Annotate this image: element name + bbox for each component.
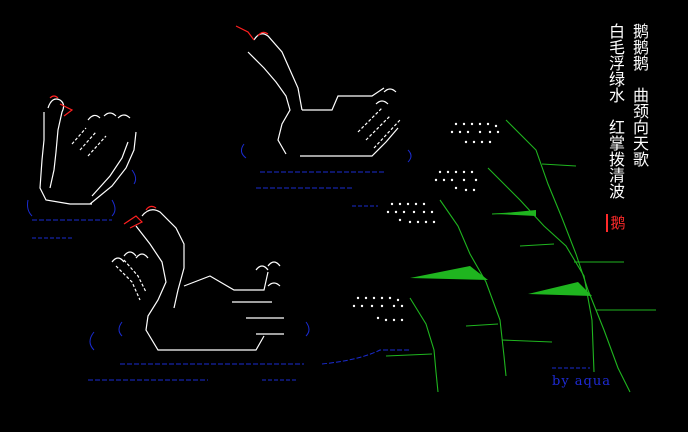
water-top (240, 143, 412, 207)
reed-leaves (410, 210, 592, 296)
poem-column-3-text: 白 毛 浮 绿 水 (608, 22, 625, 105)
poem-column-4: 红 掌 拨 清 波 (608, 120, 626, 200)
ripple-dots (352, 122, 500, 322)
swan-bottom-beak (123, 205, 157, 229)
signature: by aqua (552, 374, 611, 389)
swan-bottom (111, 209, 284, 351)
poem-column-1-text: 鹅 鹅 鹅 (632, 22, 649, 73)
swan-top-beak (235, 25, 269, 41)
water-left (27, 169, 137, 239)
poem-column-1: 鹅 鹅 鹅 (632, 24, 650, 72)
poem-column-3: 白 毛 浮 绿 水 (608, 24, 626, 104)
poem-column-2-text: 曲 颈 向 天 歌 (632, 86, 649, 169)
poem-column-4-text: 红 掌 拨 清 波 (608, 118, 625, 201)
swan-left (39, 98, 137, 205)
swan-top (247, 33, 401, 157)
seal-stamp: 鹅 (606, 214, 628, 232)
water-bottom (88, 321, 590, 381)
swan-left-beak (49, 95, 74, 117)
poem-column-2: 曲 颈 向 天 歌 (632, 88, 650, 168)
